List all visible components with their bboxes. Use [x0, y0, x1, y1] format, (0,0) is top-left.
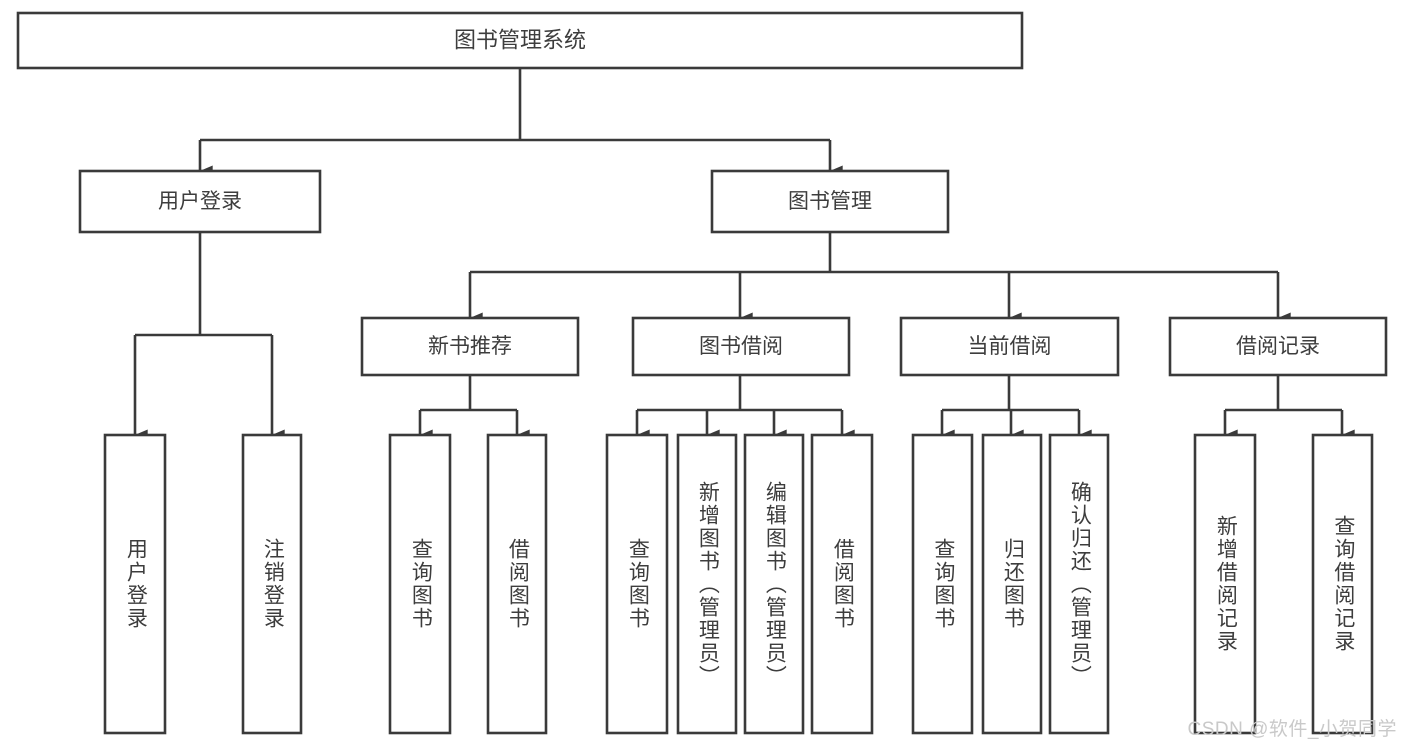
node-root[interactable]: 图书管理系统	[16, 11, 1024, 70]
node-current-borrow[interactable]: 当前借阅	[899, 316, 1120, 377]
node-leaf-add-book[interactable]	[676, 433, 738, 735]
node-leaf-add-record[interactable]	[1193, 433, 1257, 735]
node-leaf-confirm-return[interactable]	[1048, 433, 1110, 735]
node-leaf-borrow-book-1[interactable]	[486, 433, 548, 735]
node-label: 当前借阅	[968, 335, 1052, 358]
connector-lines	[133, 68, 1355, 441]
node-new-book-rec[interactable]: 新书推荐	[360, 316, 580, 377]
node-leaf-query-record[interactable]	[1311, 433, 1374, 735]
node-leaf-return-book[interactable]	[981, 433, 1043, 735]
node-book-borrow[interactable]: 图书借阅	[631, 316, 851, 377]
node-leaf-user-login[interactable]	[103, 433, 167, 735]
node-user-login[interactable]: 用户登录	[78, 169, 322, 234]
node-leaf-logout[interactable]	[241, 433, 303, 735]
node-label: 借阅记录	[1236, 335, 1320, 358]
node-label: 图书借阅	[699, 335, 783, 358]
node-borrow-record[interactable]: 借阅记录	[1168, 316, 1388, 377]
node-label: 用户登录	[158, 190, 242, 213]
node-leaf-query-book-3[interactable]	[911, 433, 974, 735]
node-label: 图书管理	[788, 190, 872, 213]
node-leaf-query-book-1[interactable]	[388, 433, 452, 735]
node-label: 图书管理系统	[454, 27, 586, 52]
node-leaf-borrow-book-2[interactable]	[810, 433, 874, 735]
node-leaf-query-book-2[interactable]	[605, 433, 669, 735]
node-leaf-edit-book[interactable]	[743, 433, 805, 735]
node-label: 新书推荐	[428, 335, 512, 358]
node-book-manage[interactable]: 图书管理	[710, 169, 950, 234]
